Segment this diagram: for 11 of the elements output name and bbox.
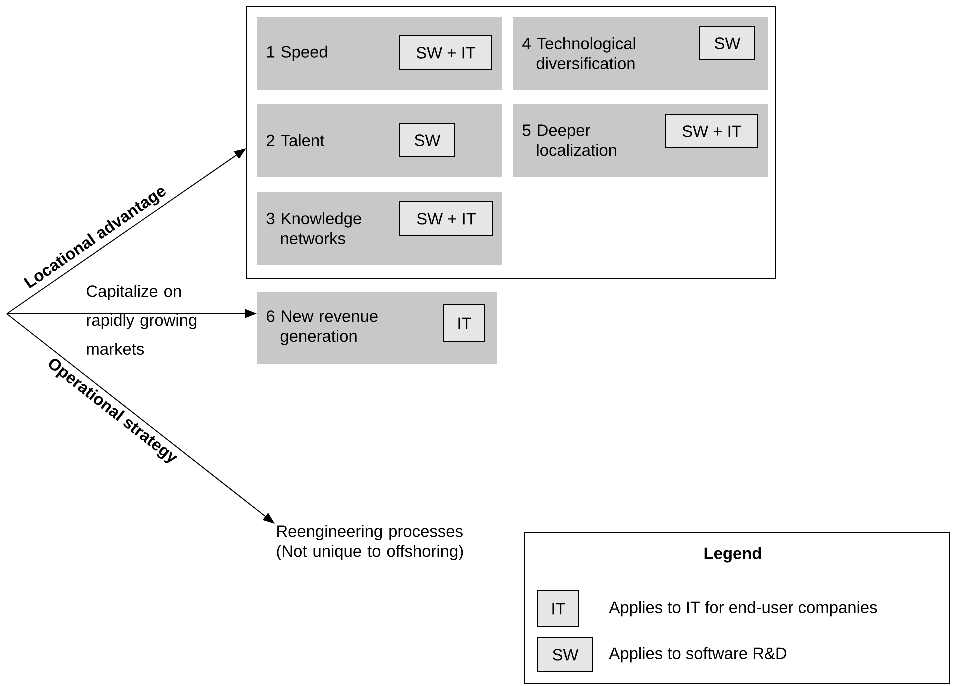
tag-box: SW + IT xyxy=(400,202,494,236)
tag-box: SW xyxy=(400,124,456,158)
legend-text: Applies to software R&D xyxy=(609,647,787,663)
tag-box: SW + IT xyxy=(666,114,758,148)
legend-title: Legend xyxy=(704,547,762,563)
tag-box: IT xyxy=(444,304,486,342)
tag-box: SW xyxy=(700,26,756,60)
tag-box: SW + IT xyxy=(400,36,492,70)
outcome-text: Reengineering processes (Not unique to offshoring) xyxy=(277,525,464,560)
legend-text: Applies to IT for end-user companies xyxy=(609,601,878,617)
group-box xyxy=(246,6,776,280)
